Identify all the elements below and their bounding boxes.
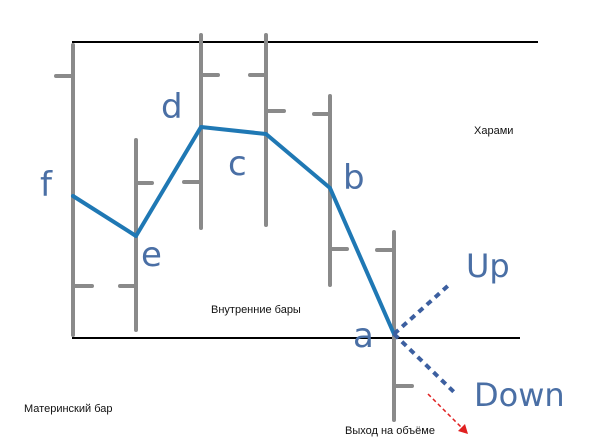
- label-point-a: a: [353, 316, 374, 356]
- exit-arrowhead-icon: [458, 424, 468, 434]
- price-path-line: [71, 125, 396, 336]
- breakout-bar-a: [375, 230, 414, 422]
- inside-bar-d: [182, 33, 220, 230]
- label-volume-exit: Выход на объёме: [345, 425, 435, 437]
- inside-bar-c: [248, 33, 286, 227]
- label-point-d: d: [161, 87, 183, 127]
- up-scenario-line: [392, 282, 452, 336]
- exit-arrow-line: [427, 393, 463, 429]
- label-point-c: c: [228, 144, 247, 184]
- label-point-f: f: [40, 165, 53, 205]
- label-point-e: e: [141, 235, 162, 275]
- label-harami: Харами: [474, 125, 513, 137]
- down-scenario-line: [392, 332, 458, 396]
- label-inside-bars: Внутренние бары: [211, 304, 301, 316]
- mother-bar: [54, 43, 94, 337]
- label-up: Up: [466, 247, 510, 285]
- label-down: Down: [474, 376, 565, 414]
- label-point-b: b: [343, 158, 365, 198]
- label-mother-bar: Материнский бар: [24, 403, 112, 415]
